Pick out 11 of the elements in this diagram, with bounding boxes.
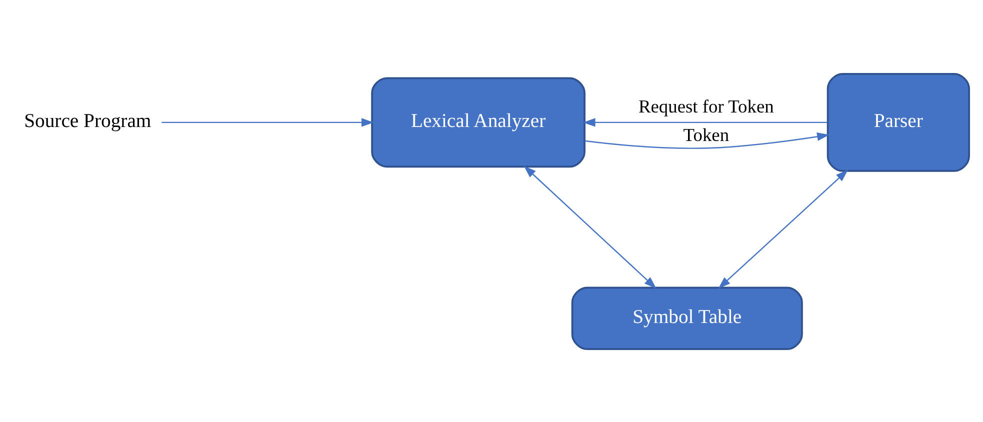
node-box: Lexical Analyzer [371,76,586,168]
node-box: Symbol Table [571,286,803,350]
node-box: Parser [826,72,970,172]
arrow [582,118,828,126]
arrow [718,169,848,288]
arrow [162,118,374,126]
edge-label: Request for Token [638,96,774,116]
arrow [584,132,830,148]
edge-label: Token [683,124,730,144]
node-text: Source Program [24,110,152,132]
arrow [524,165,656,288]
